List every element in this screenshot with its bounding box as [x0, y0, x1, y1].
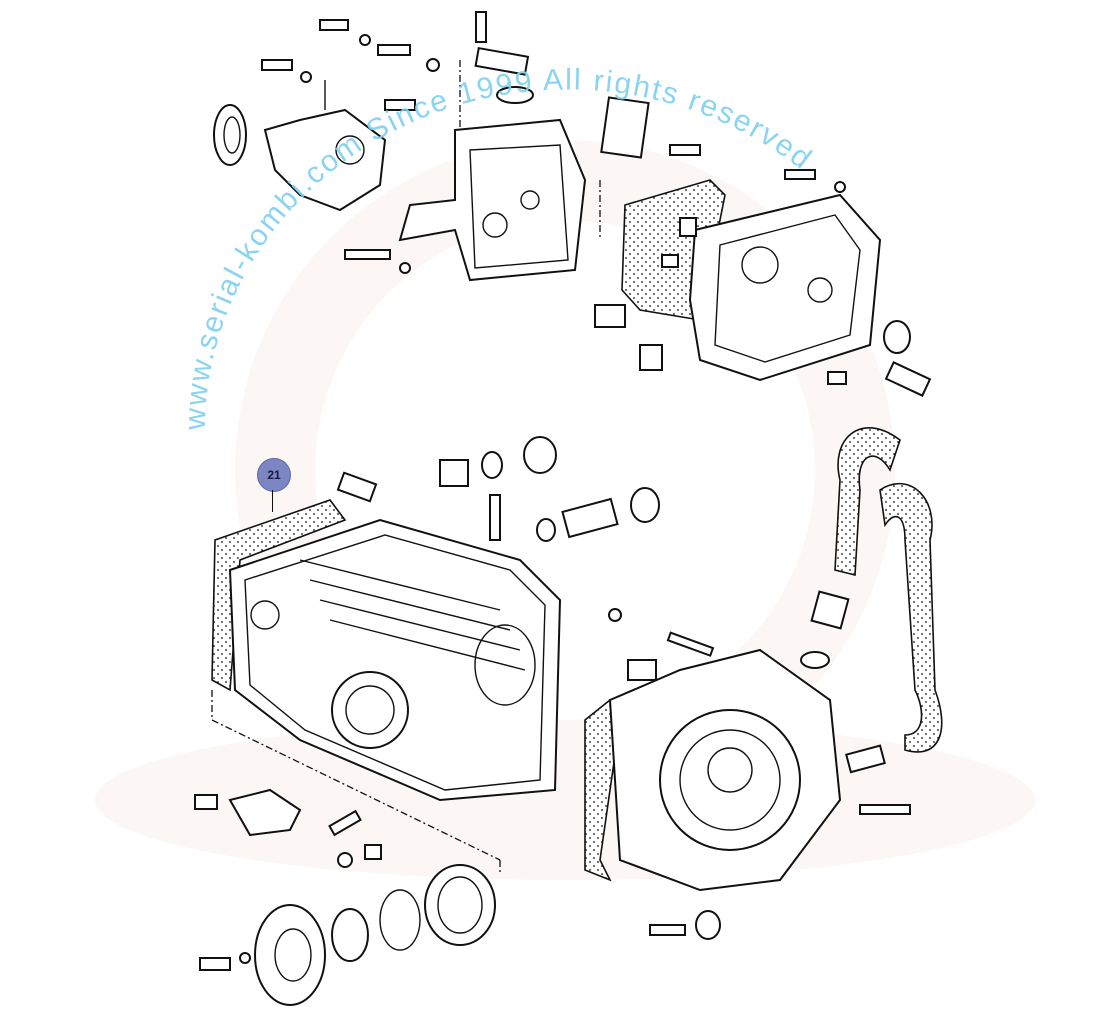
callout-leader-line: [272, 490, 273, 512]
hoses: [800, 427, 943, 753]
gear-parts: [194, 788, 501, 1006]
callout-number: 21: [267, 468, 281, 482]
gearbox-housing: [211, 499, 562, 861]
clutch-housing: [584, 608, 911, 940]
selector-parts: [336, 436, 660, 542]
front-case: [319, 11, 701, 282]
extension-housing: [213, 59, 387, 212]
callout-badge-21[interactable]: 21: [257, 458, 291, 492]
rear-cover: [594, 169, 932, 397]
